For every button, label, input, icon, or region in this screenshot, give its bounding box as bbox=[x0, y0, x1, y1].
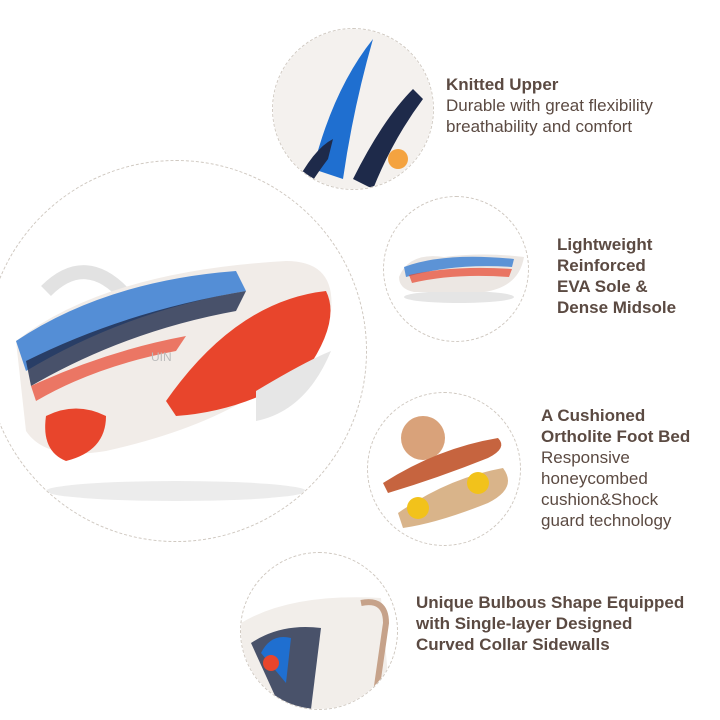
feature-title: EVA Sole & bbox=[557, 277, 648, 296]
feature-title: Knitted Upper bbox=[446, 75, 559, 94]
feature-title: Dense Midsole bbox=[557, 298, 677, 317]
eva-sole-circle bbox=[383, 196, 529, 342]
foot-bed-circle bbox=[367, 392, 521, 546]
collar-circle bbox=[240, 552, 398, 710]
feature-desc: Durable with great flexibility bbox=[446, 96, 653, 115]
eva-sole-image bbox=[399, 254, 524, 303]
feature-title: Curved Collar Sidewalls bbox=[416, 635, 610, 654]
feature-foot-bed: A Cushioned Ortholite Foot Bed Responsiv… bbox=[541, 405, 690, 531]
foot-bed-image bbox=[383, 416, 508, 528]
feature-title: Reinforced bbox=[557, 256, 646, 275]
feature-eva-sole: Lightweight Reinforced EVA Sole & Dense … bbox=[557, 234, 676, 318]
feature-knitted-upper: Knitted Upper Durable with great flexibi… bbox=[446, 74, 653, 137]
knitted-upper-image bbox=[273, 29, 433, 189]
feature-title: Unique Bulbous Shape Equipped bbox=[416, 593, 685, 612]
feature-desc: guard technology bbox=[541, 511, 672, 530]
collar-image bbox=[241, 597, 391, 709]
feature-title: Ortholite Foot Bed bbox=[541, 427, 691, 446]
feature-desc: breathability and comfort bbox=[446, 117, 633, 136]
feature-title: A Cushioned bbox=[541, 406, 646, 425]
main-shoe-image: UIN bbox=[16, 261, 332, 501]
main-shoe-circle: UIN bbox=[0, 160, 367, 542]
feature-collar: Unique Bulbous Shape Equipped with Singl… bbox=[416, 592, 684, 655]
feature-desc: Responsive bbox=[541, 448, 630, 467]
feature-desc: cushion&Shock bbox=[541, 490, 659, 509]
brand-mark: UIN bbox=[151, 350, 172, 364]
feature-desc: honeycombed bbox=[541, 469, 648, 488]
feature-title: with Single-layer Designed bbox=[416, 614, 633, 633]
feature-title: Lightweight bbox=[557, 235, 653, 254]
knitted-upper-circle bbox=[272, 28, 434, 190]
